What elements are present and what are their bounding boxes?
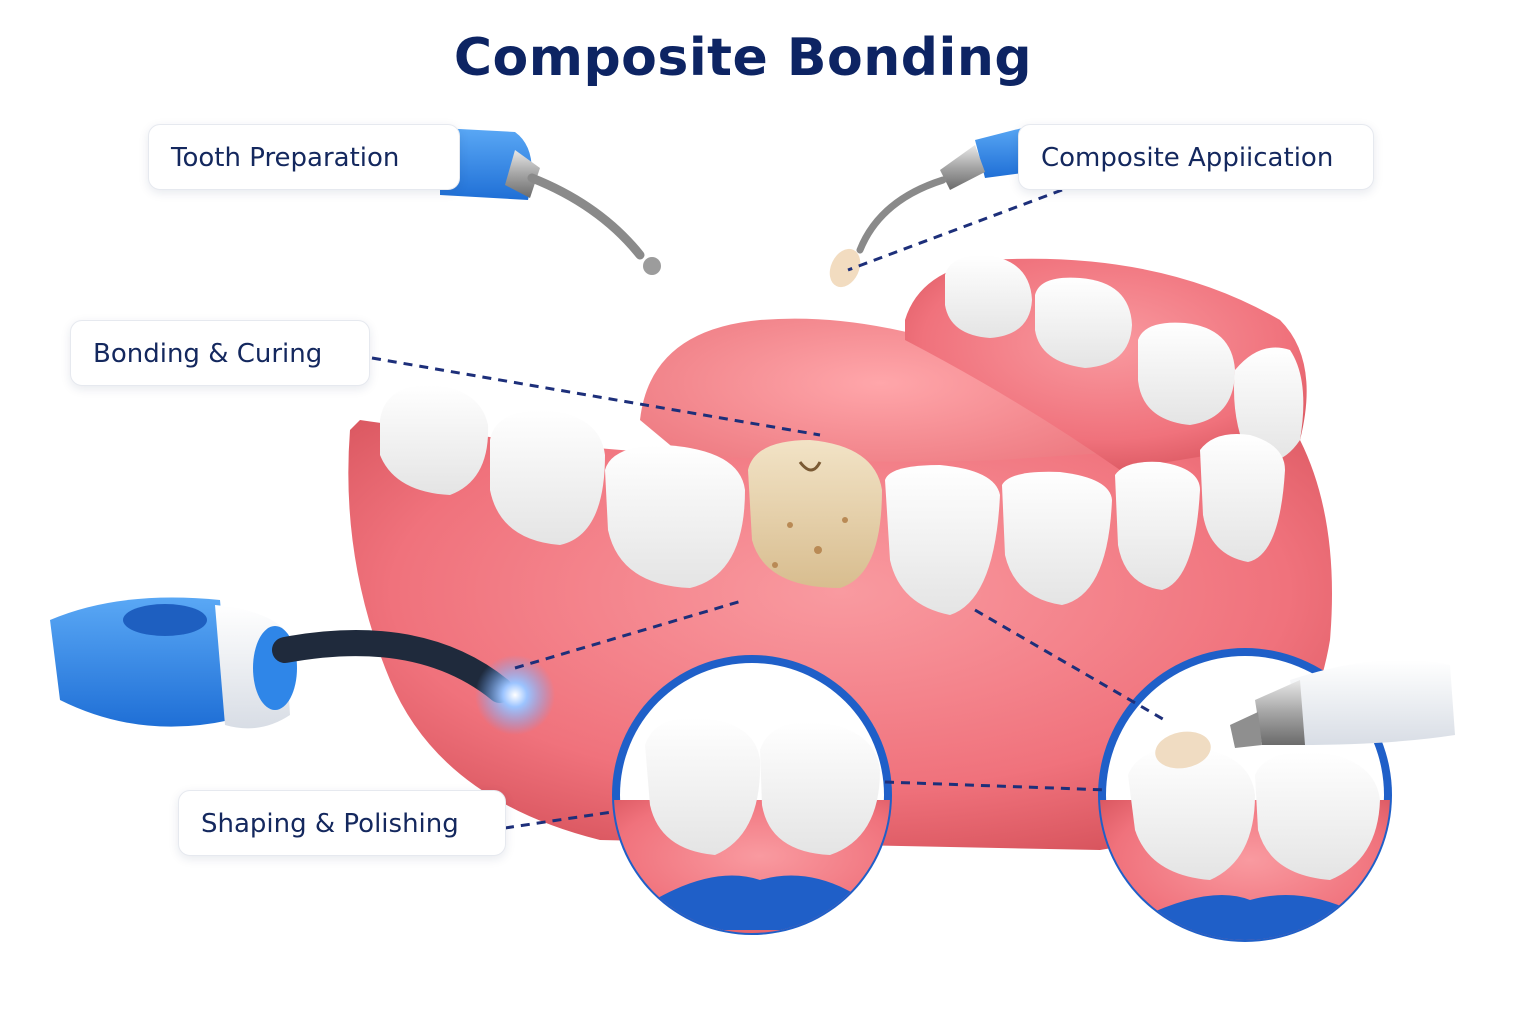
leader-line-composite	[847, 188, 1063, 272]
composite-applicator-icon	[829, 126, 1030, 288]
leader-line-inset-connector	[884, 780, 1109, 792]
label-composite-application: Composite Appiication	[1018, 124, 1374, 190]
label-tooth-preparation: Tooth Preparation	[148, 124, 460, 190]
diagram-title: Composite Bonding	[453, 28, 1033, 88]
leader-lines	[371, 188, 1169, 830]
back-teeth	[945, 255, 1304, 463]
inset-circle-polished	[612, 655, 892, 935]
inset-circle-shaping	[1098, 648, 1455, 942]
leader-line-curing-light	[514, 598, 746, 670]
leader-line-shaping	[504, 810, 613, 830]
leader-line-bonding	[371, 356, 821, 437]
lower-teeth-row	[380, 385, 1285, 615]
tongue	[640, 318, 1120, 480]
curing-light-glow	[475, 655, 555, 735]
label-bonding-curing: Bonding & Curing	[70, 320, 370, 386]
prep-handpiece-icon	[440, 128, 661, 275]
label-shaping-polishing: Shaping & Polishing	[178, 790, 506, 856]
leader-line-incisor	[974, 608, 1169, 724]
curing-light-icon	[50, 597, 555, 735]
stained-tooth	[748, 440, 882, 588]
